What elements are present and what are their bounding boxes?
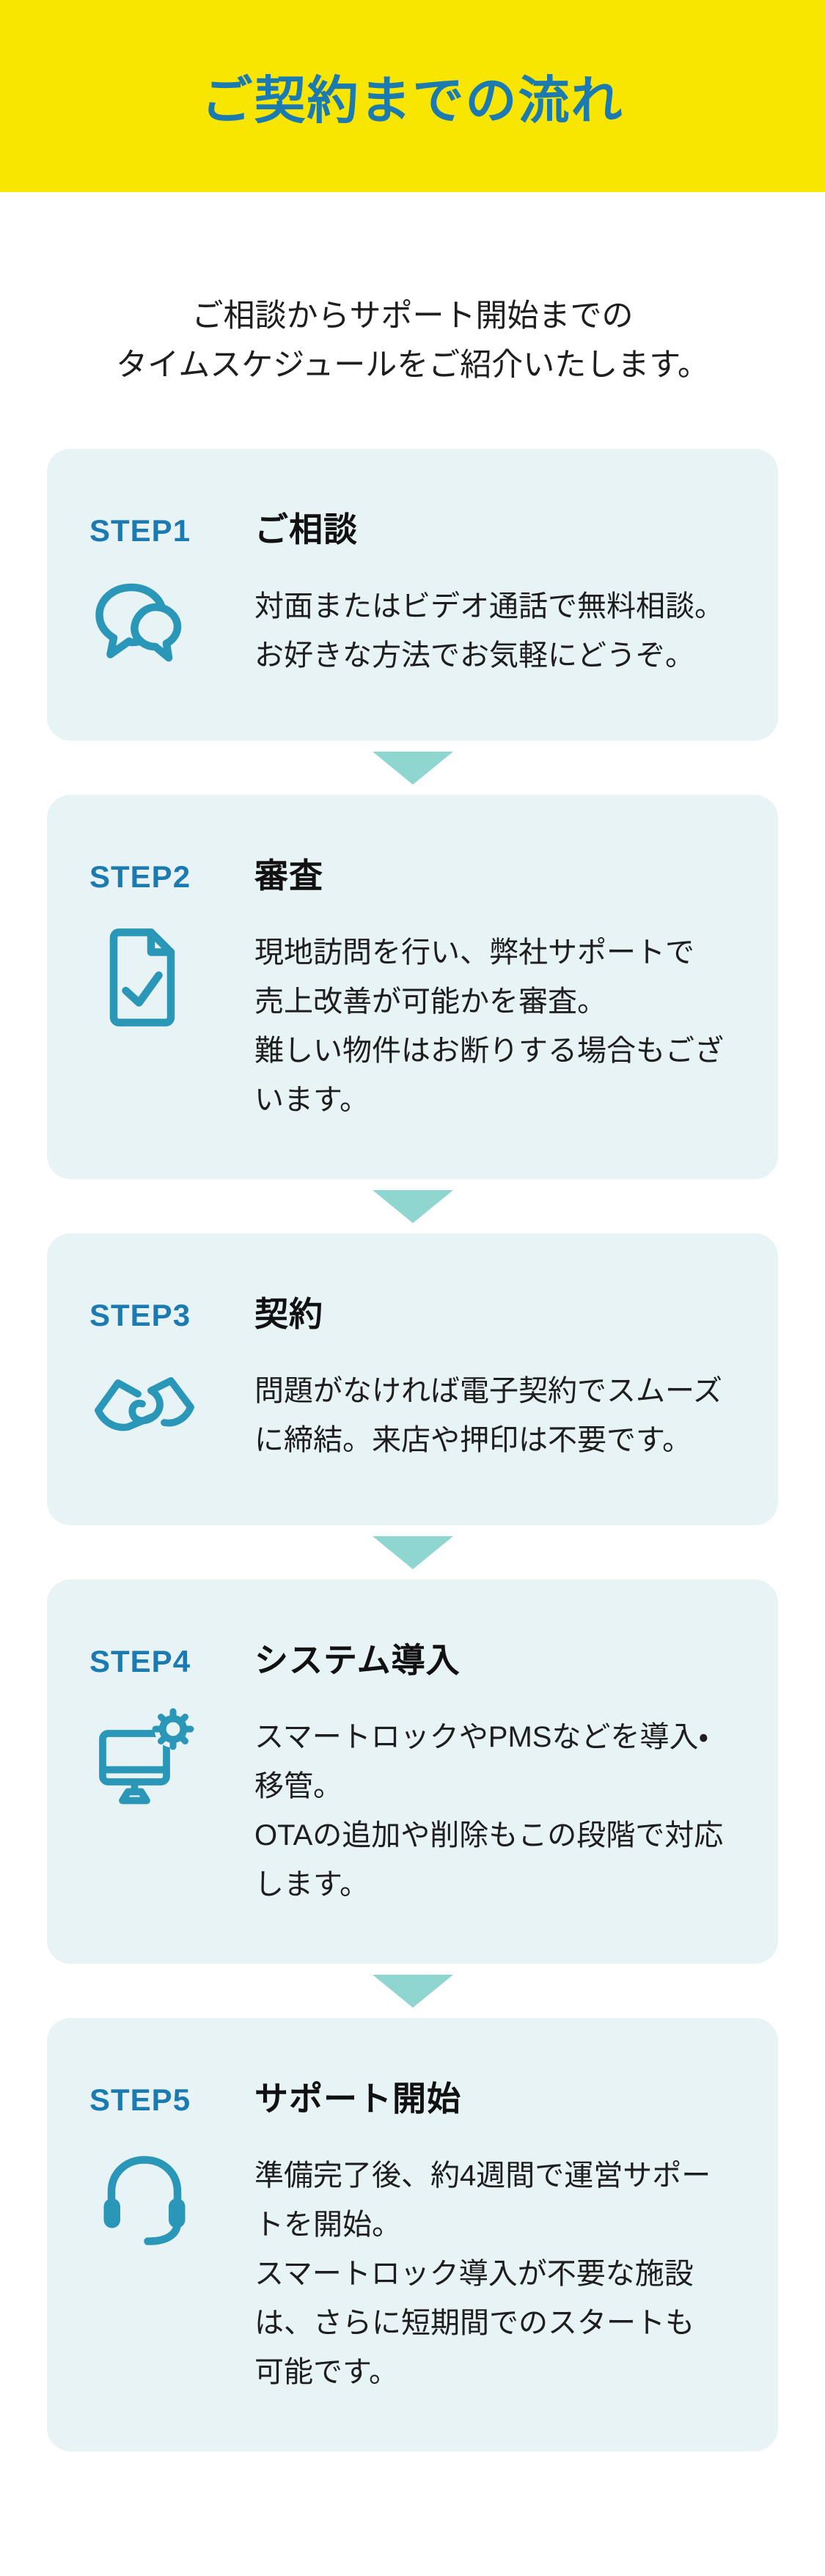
headset-icon bbox=[89, 2151, 254, 2256]
step-card-4: STEP4 システム導入 bbox=[47, 1579, 778, 1964]
step-card-3: STEP3 契約 問題がなければ電子契約でスムーズ に締結。来店や押印は不要です… bbox=[47, 1233, 778, 1525]
step-body: 対面またはビデオ通話で無料相談。 お好きな方法でお気軽にどうぞ。 bbox=[89, 582, 738, 686]
step-body: 準備完了後、約4週間で運営サポー トを開始。 スマートロック導入が不要な施設 は… bbox=[89, 2151, 738, 2397]
chat-bubbles-icon bbox=[89, 582, 254, 686]
handshake-icon bbox=[89, 1367, 254, 1471]
step-label: STEP5 bbox=[89, 2083, 191, 2117]
step-title: 審査 bbox=[254, 856, 323, 895]
step-body: スマートロックやPMSなどを導入・ 移管。 OTAの追加や削除もこの段階で対応 … bbox=[89, 1708, 738, 1909]
flow-section: STEP1 ご相談 対面またはビデオ通話で無料相談。 お好きな方法でお気軽にどう… bbox=[0, 449, 825, 2576]
header-band: ご契約までの流れ bbox=[0, 0, 825, 192]
step-description: スマートロックやPMSなどを導入・ 移管。 OTAの追加や削除もこの段階で対応 … bbox=[254, 1721, 724, 1901]
step-description: 現地訪問を行い、弊社サポートで 売上改善が可能かを審査。 難しい物件はお断りする… bbox=[254, 936, 724, 1116]
intro-text: ご相談からサポート開始までの タイムスケジュールをご紹介いたします。 bbox=[116, 298, 709, 383]
step-label: STEP2 bbox=[89, 859, 191, 894]
step-head: STEP3 契約 bbox=[89, 1288, 738, 1336]
step-description: 対面またはビデオ通話で無料相談。 お好きな方法でお気軽にどうぞ。 bbox=[254, 590, 724, 672]
step-title: システム導入 bbox=[254, 1641, 461, 1679]
step-title: サポート開始 bbox=[254, 2080, 461, 2118]
down-arrow-icon bbox=[372, 1189, 453, 1223]
step-label: STEP1 bbox=[89, 513, 191, 548]
down-arrow-icon bbox=[372, 1974, 453, 2008]
document-check-icon bbox=[89, 928, 254, 1032]
step-label: STEP4 bbox=[89, 1644, 191, 1678]
step-head: STEP2 審査 bbox=[89, 849, 738, 898]
step-card-5: STEP5 サポート開始 準備完了後、約4週間で運営サポー トを開始。 スマート… bbox=[47, 2018, 778, 2451]
step-head: STEP4 システム導入 bbox=[89, 1634, 738, 1682]
step-body: 問題がなければ電子契約でスムーズ に締結。来店や押印は不要です。 bbox=[89, 1367, 738, 1471]
step-card-2: STEP2 審査 現地訪問を行い、弊社サポートで 売上改善が可能かを審査。 難し… bbox=[47, 795, 778, 1179]
step-card-1: STEP1 ご相談 対面またはビデオ通話で無料相談。 お好きな方法でお気軽にどう… bbox=[47, 449, 778, 741]
step-head: STEP5 サポート開始 bbox=[89, 2072, 738, 2121]
arrow-spacer bbox=[0, 1964, 825, 2018]
step-head: STEP1 ご相談 bbox=[89, 503, 738, 551]
step-body: 現地訪問を行い、弊社サポートで 売上改善が可能かを審査。 難しい物件はお断りする… bbox=[89, 928, 738, 1125]
step-description: 問題がなければ電子契約でスムーズ に締結。来店や押印は不要です。 bbox=[254, 1375, 722, 1456]
step-title: 契約 bbox=[254, 1295, 323, 1333]
step-title: ご相談 bbox=[254, 510, 358, 548]
monitor-gear-icon bbox=[89, 1708, 254, 1817]
arrow-spacer bbox=[0, 1179, 825, 1233]
page-title: ご契約までの流れ bbox=[201, 71, 624, 129]
down-arrow-icon bbox=[372, 1535, 453, 1569]
down-arrow-icon bbox=[372, 751, 453, 785]
step-label: STEP3 bbox=[89, 1298, 191, 1332]
arrow-spacer bbox=[0, 1525, 825, 1579]
gear bbox=[152, 1708, 194, 1750]
step-description: 準備完了後、約4週間で運営サポー トを開始。 スマートロック導入が不要な施設 は… bbox=[254, 2159, 711, 2388]
arrow-spacer bbox=[0, 741, 825, 795]
